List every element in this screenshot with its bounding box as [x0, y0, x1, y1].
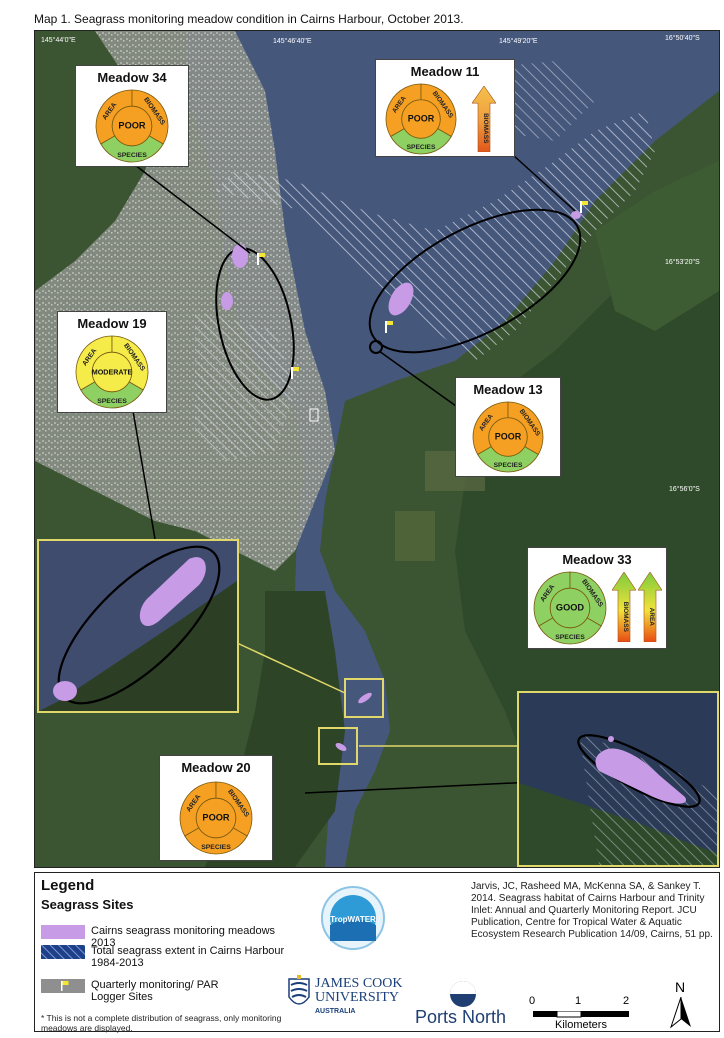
wheel-species-label: SPECIES	[555, 634, 585, 641]
map-title: Map 1. Seagrass monitoring meadow condit…	[34, 12, 464, 26]
coord-top-right: 145°49'20"E	[499, 38, 538, 45]
north-label: N	[675, 979, 686, 995]
jcu-logo: JAMES COOK UNIVERSITY AUSTRALIA	[285, 975, 415, 1021]
legend-title: Legend	[41, 877, 95, 894]
coord-right-2: 16°53'20"S	[665, 259, 700, 266]
meadow-11-title: Meadow 11	[410, 64, 480, 79]
map-frame[interactable]: 145°44'0"E 145°46'40"E 145°49'20"E 16°50…	[34, 30, 720, 868]
wheel-condition-label: GOOD	[556, 603, 585, 613]
extent-swatch	[41, 945, 85, 959]
trend-arrow	[612, 572, 636, 642]
wheel-condition-label: POOR	[495, 432, 522, 442]
legend-item-extent: Total seagrass extent in Cairns Harbour …	[41, 945, 284, 971]
legend-label-meadows: Cairns seagrass monitoring meadows 2013	[91, 925, 276, 949]
inset-meadow-19	[37, 539, 239, 713]
tropwater-text: TropWATER	[330, 915, 376, 924]
wheel-species-label: SPECIES	[97, 398, 127, 405]
legend-subtitle: Seagrass Sites	[41, 897, 134, 912]
wheel-center	[111, 105, 153, 147]
wheel-species-label: SPECIES	[201, 844, 231, 851]
wheel-condition-label: POOR	[118, 121, 145, 131]
coord-right-1: 16°50'40"S	[665, 35, 700, 42]
scale-tick-0: 0	[529, 995, 536, 1007]
legend-panel: Legend Seagrass Sites Cairns seagrass mo…	[34, 872, 720, 1033]
meadow-33-title: Meadow 33	[562, 552, 632, 567]
ports-north-text: Ports North	[415, 1007, 507, 1027]
ports-north-logo: Ports North	[413, 979, 513, 1029]
biomass-trend-icon: BIOMASS	[612, 572, 636, 642]
trend-label: AREA	[648, 608, 655, 627]
scale-unit: Kilometers	[555, 1019, 607, 1031]
legend-item-quarterly: Quarterly monitoring/ PAR Logger Sites	[41, 979, 281, 1005]
meadow-swatch	[41, 925, 85, 939]
wheel-species-label: SPECIES	[407, 144, 436, 151]
meadow-34-title: Meadow 34	[97, 70, 167, 85]
coord-top-left: 145°44'0"E	[41, 37, 76, 44]
meadow-20-title: Meadow 20	[181, 760, 251, 775]
trend-arrow	[472, 86, 496, 152]
north-arrow: N	[667, 979, 695, 1029]
biomass-trend-icon: BIOMASS	[472, 86, 496, 152]
meadow-13-title: Meadow 13	[473, 382, 543, 397]
legend-footnote: * This is not a complete distribution of…	[41, 1013, 282, 1033]
jcu-crest-icon	[288, 975, 310, 1005]
scale-bar: 0 1 2 Kilometers	[529, 995, 645, 1031]
meadow-19-title: Meadow 19	[77, 316, 147, 331]
wheel-species-label: SPECIES	[117, 152, 147, 159]
jcu-line1: JAMES COOK	[315, 976, 403, 991]
scale-tick-1: 1	[575, 995, 582, 1007]
trend-label: BIOMASS	[622, 602, 629, 633]
wheel-condition-label: POOR	[408, 114, 435, 124]
jcu-line3: AUSTRALIA	[315, 1008, 356, 1015]
area-trend-icon: AREA	[638, 572, 662, 642]
coord-top-mid: 145°46'40"E	[273, 38, 312, 45]
wheel-center	[91, 351, 133, 393]
wheel-center	[488, 417, 528, 457]
legend-label-quarterly: Quarterly monitoring/ PAR Logger Sites	[91, 979, 219, 1003]
coord-right-3: 16°56'0"S	[669, 486, 700, 493]
trend-arrow	[638, 572, 662, 642]
wheel-condition-label: POOR	[202, 813, 229, 823]
wheel-center	[401, 99, 441, 139]
jcu-line2: UNIVERSITY	[315, 990, 399, 1005]
inset-meadow-20	[517, 691, 719, 867]
flag-swatch	[41, 979, 85, 993]
wheel-center	[195, 797, 237, 839]
legend-label-extent: Total seagrass extent in Cairns Harbour …	[91, 945, 285, 969]
tropwater-logo: TropWATER	[321, 886, 385, 950]
wheel-condition-label: MODERATE	[92, 369, 133, 377]
meadow-11-outline	[368, 208, 582, 354]
ports-north-icon	[450, 981, 476, 1007]
wheel-species-label: SPECIES	[494, 462, 523, 469]
meadow-13-outline	[369, 340, 383, 354]
scale-bar-graphic	[533, 1011, 629, 1018]
trend-label: BIOMASS	[482, 113, 489, 144]
wheel-center	[549, 587, 591, 629]
north-arrow-icon	[669, 997, 691, 1029]
citation-text: Jarvis, JC, Rasheed MA, McKenna SA, & Sa…	[471, 881, 713, 940]
scale-tick-2: 2	[623, 995, 630, 1007]
